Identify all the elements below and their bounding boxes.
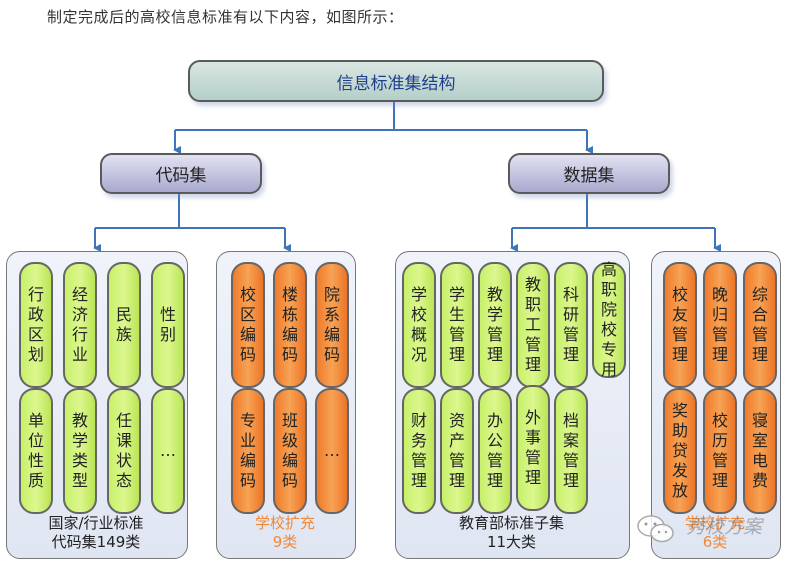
- root-connector: [175, 98, 587, 131]
- intro-text: 制定完成后的高校信息标准有以下内容，如图所示：: [47, 8, 404, 26]
- category-pill: 档案管理: [554, 388, 588, 514]
- category-pill: 奖助贷发放: [663, 388, 697, 514]
- codeset-label: 代码集: [155, 166, 207, 186]
- category-pill: 楼栋编码: [273, 262, 307, 388]
- category-pill: 外事管理: [516, 385, 550, 511]
- codeset-connector: [95, 192, 285, 229]
- category-pill: 教学管理: [478, 262, 512, 388]
- watermark-text: 秀校方案: [686, 516, 763, 538]
- category-pill: 任课状态: [107, 388, 141, 514]
- category-pill: 民族: [107, 262, 141, 388]
- category-pill: …: [151, 388, 185, 514]
- category-pill: 教职工管理: [516, 262, 550, 388]
- codeset-node: 代码集: [100, 153, 262, 194]
- dataset-node: 数据集: [508, 153, 670, 194]
- category-pill: 校友管理: [663, 262, 697, 388]
- panel-3-label-line2: 11大类: [486, 533, 537, 551]
- panel-1-label-line2: 代码集149类: [51, 533, 141, 551]
- category-pill: 校区编码: [231, 262, 265, 388]
- category-pill: 晚归管理: [703, 262, 737, 388]
- category-pill: 学校概况: [402, 262, 436, 388]
- dataset-label: 数据集: [563, 166, 615, 186]
- category-pill: 院系编码: [315, 262, 349, 388]
- category-pill: 资产管理: [440, 388, 474, 514]
- category-pill: 经济行业: [63, 262, 97, 388]
- panel-1-label: 国家/行业标准代码集149类: [6, 514, 186, 552]
- panel-2-label-line2: 9类: [272, 533, 298, 551]
- category-pill: 办公管理: [478, 388, 512, 514]
- panel-4-label-line1: 学校扩充: [684, 514, 745, 532]
- root-node: 信息标准集结构: [188, 60, 604, 102]
- category-pill: 寝室电费: [743, 388, 777, 514]
- category-pill: 行政区划: [19, 262, 53, 388]
- category-pill: 学生管理: [440, 262, 474, 388]
- category-pill: …: [315, 388, 349, 514]
- panel-3-label-line1: 教育部标准子集: [458, 514, 564, 532]
- category-pill: 性别: [151, 262, 185, 388]
- panel-2-label-line1: 学校扩充: [254, 514, 315, 532]
- category-pill: 班级编码: [273, 388, 307, 514]
- category-pill: 单位性质: [19, 388, 53, 514]
- root-label: 信息标准集结构: [336, 73, 456, 94]
- category-pill: 专业编码: [231, 388, 265, 514]
- category-pill: 综合管理: [743, 262, 777, 388]
- category-pill: 校历管理: [703, 388, 737, 514]
- category-pill: 教学类型: [63, 388, 97, 514]
- dataset-connector: [512, 192, 715, 229]
- panel-1-label-line1: 国家/行业标准: [48, 514, 144, 532]
- category-pill: 高职院校专用: [592, 260, 626, 379]
- wechat-icon: [637, 515, 674, 543]
- category-pill: 财务管理: [402, 388, 436, 514]
- panel-4-label-line2: 6类: [702, 533, 728, 551]
- category-pill: 科研管理: [554, 262, 588, 388]
